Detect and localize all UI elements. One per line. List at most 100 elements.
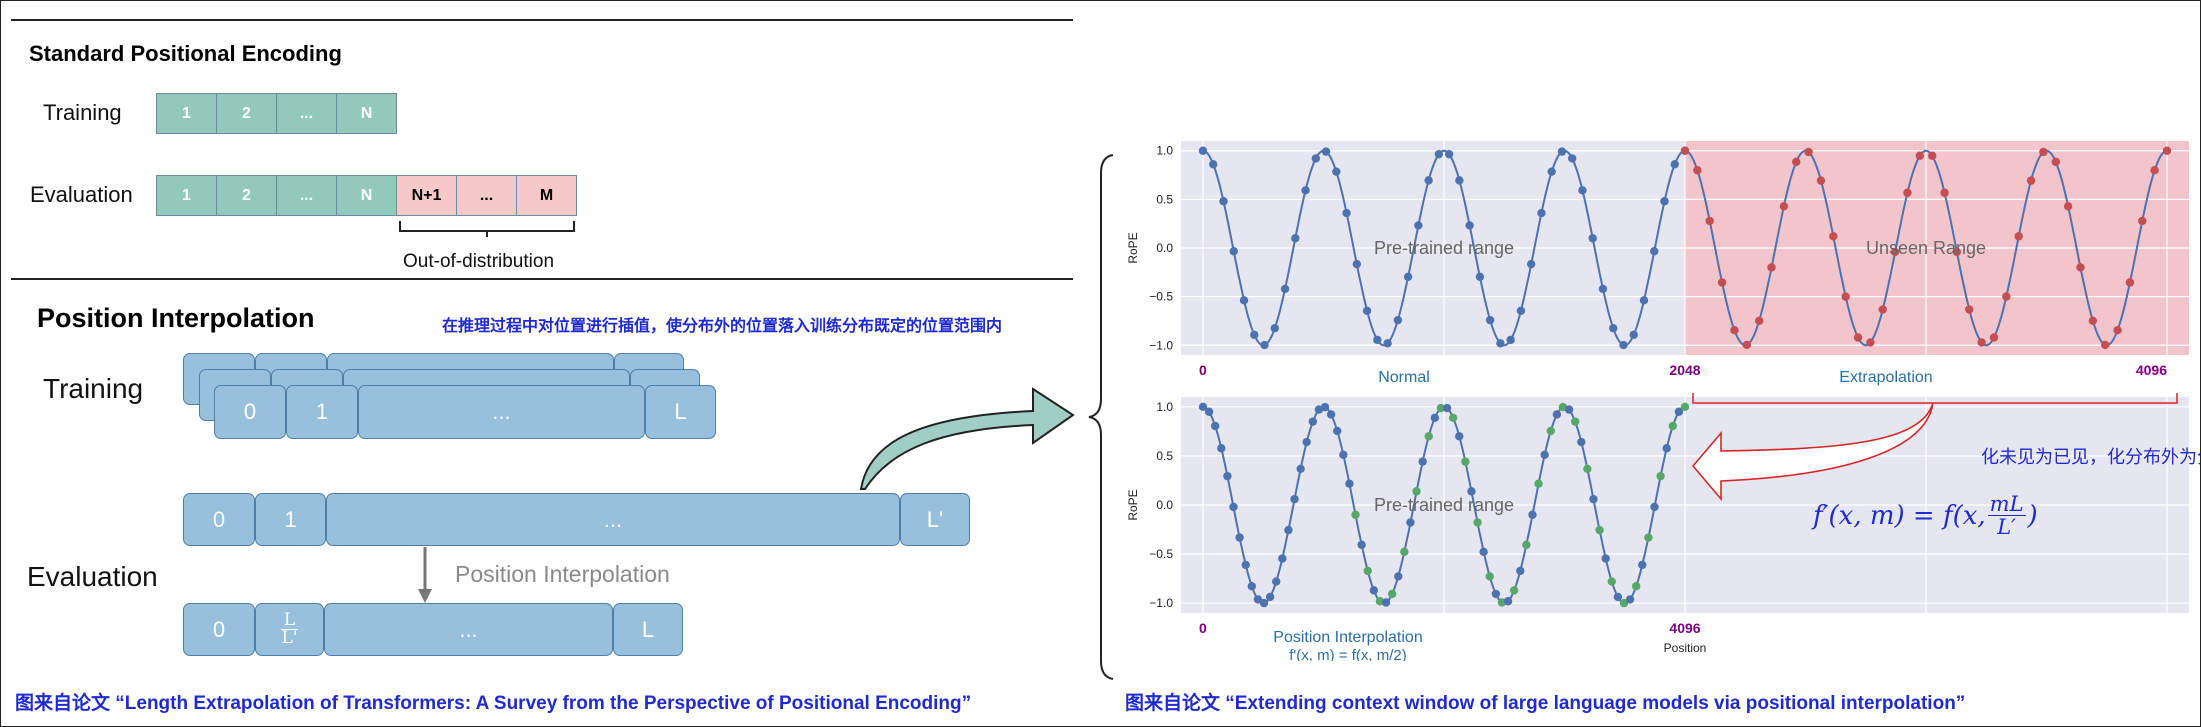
ood-bracket bbox=[399, 221, 575, 237]
rope-series-line bbox=[1202, 149, 1686, 347]
rope-point bbox=[1217, 444, 1226, 453]
rope-point bbox=[1915, 151, 1925, 160]
rope-point bbox=[1577, 437, 1586, 447]
rope-point bbox=[1547, 167, 1556, 176]
rope-point bbox=[2113, 326, 2122, 335]
rope-point bbox=[1357, 540, 1366, 550]
rope-point bbox=[1302, 437, 1311, 447]
rope-point bbox=[1430, 413, 1440, 422]
rope-point bbox=[1638, 560, 1647, 570]
rope-point bbox=[1394, 572, 1403, 581]
rope-point bbox=[1321, 147, 1331, 156]
rope-point bbox=[1308, 417, 1318, 426]
rope-point bbox=[1662, 444, 1671, 453]
rope-point bbox=[1239, 296, 1249, 305]
rope-point bbox=[1965, 305, 1974, 314]
rope-point bbox=[1296, 464, 1305, 473]
rope-point bbox=[1526, 259, 1536, 269]
rope-point bbox=[1278, 554, 1287, 563]
rope-point bbox=[1537, 208, 1546, 218]
down-arrow bbox=[418, 547, 432, 603]
rope-point bbox=[1588, 234, 1597, 243]
rope-point bbox=[1333, 426, 1342, 436]
rope-point bbox=[1853, 333, 1863, 342]
formula-fraction: mL L′ bbox=[1987, 493, 2026, 538]
x-tick-label: 2048 bbox=[1669, 362, 1700, 378]
rope-point bbox=[1270, 323, 1279, 333]
rope-point bbox=[1223, 471, 1232, 481]
x-tick-label: 0 bbox=[1199, 620, 1207, 636]
rope-point bbox=[1890, 247, 1900, 257]
rope-point bbox=[1557, 147, 1567, 156]
rope-point bbox=[1265, 592, 1275, 602]
x-axis-sublabel: f'(x, m) = f(x, m/2) bbox=[1289, 647, 1406, 661]
rope-point bbox=[1211, 421, 1220, 431]
rope-point bbox=[1509, 586, 1519, 595]
rope-point bbox=[1467, 487, 1476, 496]
rope-point bbox=[1567, 154, 1577, 163]
rope-point bbox=[1290, 494, 1299, 504]
right-note: 化未见为已见，化分布外为分布内 bbox=[1981, 447, 2201, 467]
rope-point bbox=[1414, 221, 1423, 230]
rope-point bbox=[1601, 554, 1610, 563]
rope-point bbox=[1473, 518, 1482, 527]
rope-point bbox=[1241, 560, 1250, 570]
train-cell: 1 bbox=[156, 93, 217, 134]
x-tick-label: 4096 bbox=[2136, 362, 2167, 378]
rope-point bbox=[1301, 186, 1310, 195]
y-tick-label: −0.5 bbox=[1149, 290, 1173, 304]
rope-point bbox=[1284, 525, 1293, 535]
rope-point bbox=[1436, 403, 1446, 413]
rope-point bbox=[1540, 450, 1549, 459]
rope-point bbox=[1546, 426, 1555, 436]
rope-point bbox=[1479, 547, 1488, 557]
rope-point bbox=[1442, 403, 1452, 413]
ood-cell: N+1 bbox=[396, 175, 457, 216]
x-axis-label: Position Interpolation bbox=[1273, 629, 1422, 646]
eval-cell: 2 bbox=[216, 175, 277, 216]
rope-series-line bbox=[1684, 149, 2168, 347]
region-label: Pre-trained range bbox=[1374, 238, 1514, 258]
x-tick-label: 4096 bbox=[1669, 620, 1700, 636]
y-tick-label: 0.0 bbox=[1156, 241, 1173, 255]
rope-point bbox=[1674, 407, 1684, 416]
y-axis-label: RoPE bbox=[1126, 489, 1140, 520]
x-tick-label: 0 bbox=[1199, 362, 1207, 378]
rope-point bbox=[1320, 402, 1330, 412]
rope-point bbox=[1259, 598, 1269, 608]
rope-point bbox=[1717, 278, 1727, 287]
rope-point bbox=[1866, 338, 1875, 347]
rope-point bbox=[1625, 595, 1635, 604]
rope-point bbox=[1485, 315, 1495, 325]
rope-point bbox=[1311, 154, 1321, 163]
compress-arrow bbox=[1691, 402, 1934, 502]
rope-point bbox=[1373, 335, 1382, 345]
rope-point bbox=[1522, 540, 1531, 550]
rope-point bbox=[2150, 166, 2159, 175]
rope-point bbox=[1475, 272, 1485, 282]
fraction-denominator: L' bbox=[281, 628, 298, 648]
rope-point bbox=[1229, 502, 1238, 512]
rope-point bbox=[1412, 487, 1421, 496]
rope-point bbox=[1607, 577, 1616, 586]
extrapolation-brace bbox=[1692, 393, 2178, 404]
rope-point bbox=[1362, 306, 1372, 316]
rope-point bbox=[2088, 316, 2098, 326]
y-tick-label: 0.5 bbox=[1156, 192, 1173, 206]
rope-point bbox=[1280, 284, 1290, 294]
x-axis-title: Position bbox=[1664, 641, 1707, 655]
rope-point bbox=[1434, 149, 1444, 159]
rope-point bbox=[2138, 216, 2147, 226]
rope-point bbox=[1272, 577, 1281, 586]
train-cell: 2 bbox=[216, 93, 277, 134]
formula-lhs: f′(x, m) = f(x, bbox=[1813, 500, 1986, 531]
rope-point bbox=[1583, 464, 1592, 473]
rope-point bbox=[1219, 197, 1228, 206]
rope-point bbox=[1342, 208, 1351, 218]
rope-point bbox=[1400, 547, 1409, 557]
interp-fraction-block: L L' bbox=[255, 603, 324, 656]
rope-point bbox=[1229, 247, 1238, 256]
eval-block: ... bbox=[326, 493, 900, 546]
rope-point bbox=[1455, 176, 1464, 185]
interp-evaluation-label: Evaluation bbox=[27, 561, 158, 592]
